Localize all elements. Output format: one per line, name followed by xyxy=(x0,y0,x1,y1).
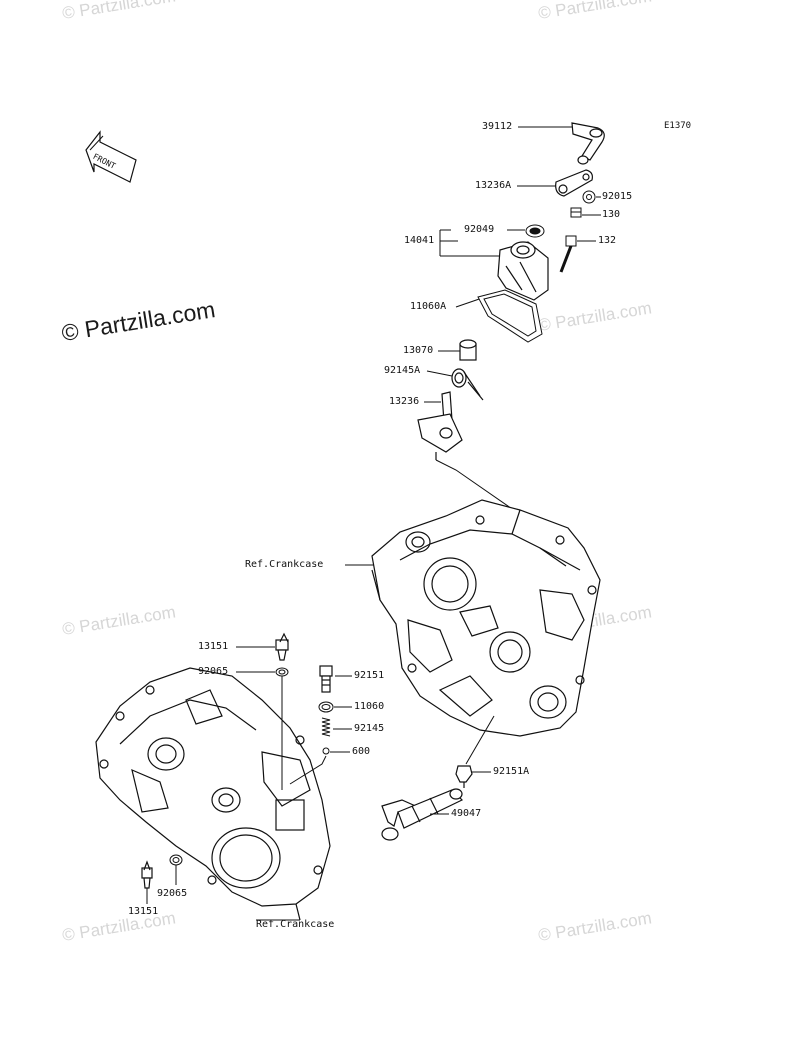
part-number-label[interactable]: 92065 xyxy=(198,666,229,677)
part-number-label[interactable]: 92015 xyxy=(602,191,633,202)
part-number-label[interactable]: 13151 xyxy=(128,906,159,917)
washer-part xyxy=(169,854,183,866)
part-number-label[interactable]: 39112 xyxy=(482,121,513,132)
part-number-label[interactable]: 132 xyxy=(598,235,617,246)
part-number-label[interactable]: 92145 xyxy=(354,723,385,734)
part-number-label[interactable]: 11060 xyxy=(354,701,385,712)
front-arrow-icon xyxy=(85,130,137,183)
gasket-part xyxy=(477,289,543,343)
part-number-label[interactable]: 92065 xyxy=(157,888,188,899)
oil-seal-part xyxy=(525,224,545,238)
part-number-label[interactable]: 600 xyxy=(352,746,371,757)
shift-cover-part xyxy=(497,241,549,301)
crankcase-left-part xyxy=(95,667,331,921)
part-number-label[interactable]: 13236 xyxy=(389,396,420,407)
bolt-part xyxy=(570,207,582,218)
ball-part xyxy=(322,747,330,755)
part-number-label[interactable]: 13236A xyxy=(475,180,512,191)
collar-part xyxy=(459,339,477,361)
part-number-label[interactable]: 49047 xyxy=(451,808,482,819)
part-number-label[interactable]: 92049 xyxy=(464,224,495,235)
ref-crankcase-label[interactable]: Ref.Crankcase xyxy=(245,559,324,570)
part-number-label[interactable]: 11060A xyxy=(410,301,447,312)
part-number-label[interactable]: 92145A xyxy=(384,365,421,376)
bolt-part xyxy=(559,235,577,273)
part-number-label[interactable]: 92151A xyxy=(493,766,530,777)
crankcase-right-part xyxy=(371,499,601,737)
switch-part xyxy=(455,765,473,788)
washer-part xyxy=(275,667,289,677)
spring-part xyxy=(451,368,484,401)
part-number-label[interactable]: 92151 xyxy=(354,670,385,681)
lever-arm-part xyxy=(555,169,593,197)
shift-drum-part xyxy=(381,788,464,841)
part-number-label[interactable]: 14041 xyxy=(404,235,435,246)
shift-lever-part xyxy=(571,122,605,165)
part-number-label[interactable]: 13151 xyxy=(198,641,229,652)
shift-shaft-part xyxy=(417,391,463,460)
drain-plug-part xyxy=(141,860,153,889)
part-number-label[interactable]: 13070 xyxy=(403,345,434,356)
part-number-label[interactable]: 130 xyxy=(602,209,621,220)
ref-crankcase-label[interactable]: Ref.Crankcase xyxy=(256,919,335,930)
drain-plug-part xyxy=(275,632,289,661)
nut-part xyxy=(582,190,596,204)
diagram-code: E1370 xyxy=(664,121,692,131)
gasket-part xyxy=(318,701,334,713)
spring-part xyxy=(321,717,331,737)
plug-part xyxy=(319,665,333,693)
